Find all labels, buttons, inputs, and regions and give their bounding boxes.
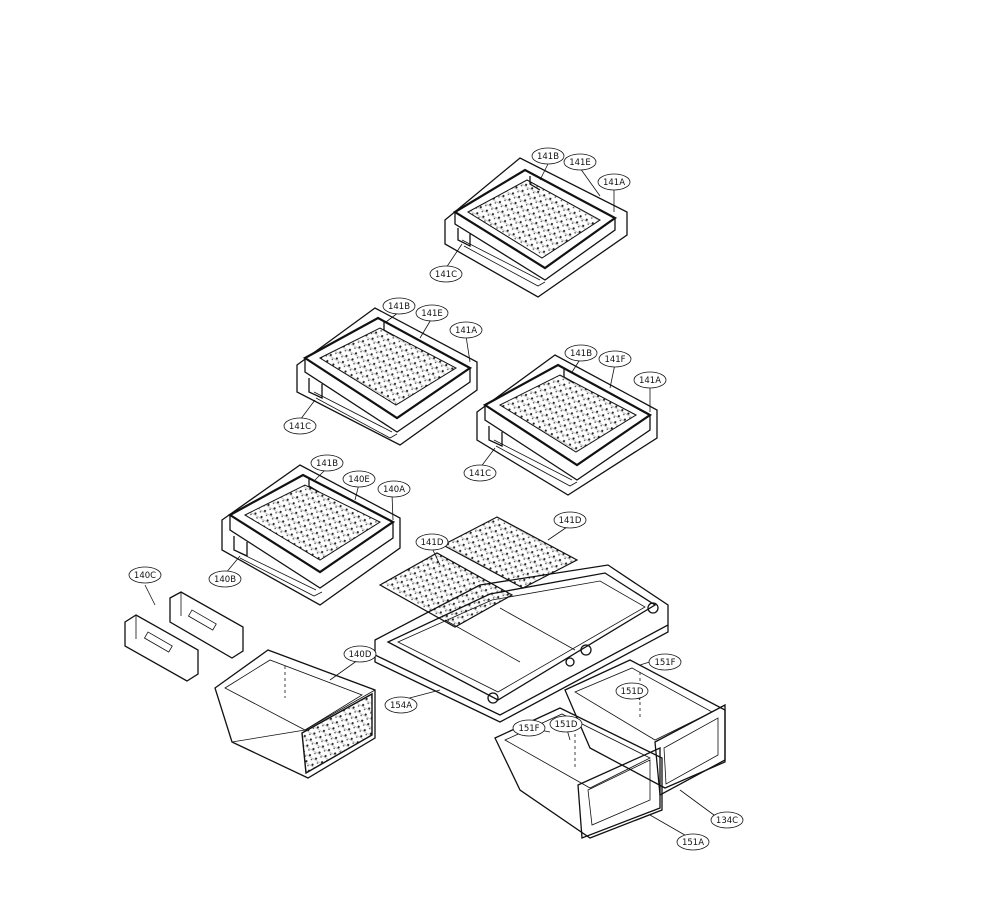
svg-text:140E: 140E: [348, 475, 370, 485]
shelf-front-cover: [124, 591, 244, 682]
callout-151f-lower: 151F: [512, 719, 546, 737]
svg-text:141B: 141B: [388, 302, 410, 312]
callout-141d-lower: 141D: [415, 533, 449, 551]
svg-text:141B: 141B: [570, 349, 592, 359]
callout-141a-shelf3: 141A: [633, 371, 667, 389]
svg-text:141D: 141D: [559, 516, 582, 526]
svg-text:141A: 141A: [603, 178, 625, 188]
svg-text:141D: 141D: [421, 538, 444, 548]
callout-151d-lower: 151D: [549, 715, 583, 733]
shelf-assembly-middle-right: [476, 354, 658, 496]
svg-text:151F: 151F: [654, 658, 675, 668]
callout-141c-shelf2: 141C: [283, 417, 317, 435]
shelf-assembly-lower: [221, 464, 401, 606]
svg-text:141E: 141E: [421, 309, 443, 319]
svg-text:141B: 141B: [316, 459, 338, 469]
callout-154a: 154A: [384, 696, 418, 714]
svg-text:141F: 141F: [604, 355, 625, 365]
glass-panel-upper: [441, 516, 579, 589]
svg-text:141A: 141A: [455, 326, 477, 336]
svg-text:151F: 151F: [518, 724, 539, 734]
callout-141e-shelf2: 141E: [415, 304, 449, 322]
svg-text:140A: 140A: [383, 485, 405, 495]
glass-panel-lower: [378, 552, 514, 628]
callout-141a-shelf2: 141A: [449, 321, 483, 339]
callout-141f-shelf3: 141F: [598, 350, 632, 368]
crisper-cover-frame: [374, 564, 669, 723]
shelf-assembly-top: [444, 157, 628, 298]
svg-text:151A: 151A: [682, 838, 704, 848]
callout-141e-shelf1: 141E: [563, 153, 597, 171]
svg-text:141C: 141C: [435, 270, 457, 280]
svg-text:151D: 151D: [555, 720, 578, 730]
svg-text:141A: 141A: [639, 376, 661, 386]
callout-140b: 140B: [208, 570, 242, 588]
svg-text:141C: 141C: [469, 469, 491, 479]
crisper-drawer-right-rear: [564, 659, 726, 797]
crisper-drawer-left: [214, 649, 376, 779]
callout-141b-shelf2: 141B: [382, 297, 416, 315]
callout-140e: 140E: [342, 470, 376, 488]
callout-151f-upper: 151F: [648, 653, 682, 671]
callout-151a: 151A: [676, 833, 710, 851]
svg-text:134C: 134C: [716, 816, 738, 826]
callout-141d-upper: 141D: [553, 511, 587, 529]
callout-141a-shelf1: 141A: [597, 173, 631, 191]
callout-141b-shelf3: 141B: [564, 344, 598, 362]
svg-text:141C: 141C: [289, 422, 311, 432]
svg-text:141E: 141E: [569, 158, 591, 168]
callout-140c: 140C: [128, 566, 162, 584]
callout-141c-shelf1: 141C: [429, 265, 463, 283]
shelf-assembly-middle-left: [296, 307, 478, 446]
svg-text:140B: 140B: [214, 575, 236, 585]
callout-141b-shelf1: 141B: [531, 147, 565, 165]
callout-134c: 134C: [710, 811, 744, 829]
callout-141b-shelf4: 141B: [310, 454, 344, 472]
svg-text:140D: 140D: [349, 650, 372, 660]
callout-140d: 140D: [343, 645, 377, 663]
svg-text:151D: 151D: [621, 687, 644, 697]
callout-141c-shelf3: 141C: [463, 464, 497, 482]
svg-text:141B: 141B: [537, 152, 559, 162]
svg-text:140C: 140C: [134, 571, 156, 581]
callout-140a: 140A: [377, 480, 411, 498]
callout-151d-upper: 151D: [615, 682, 649, 700]
svg-text:154A: 154A: [390, 701, 412, 711]
